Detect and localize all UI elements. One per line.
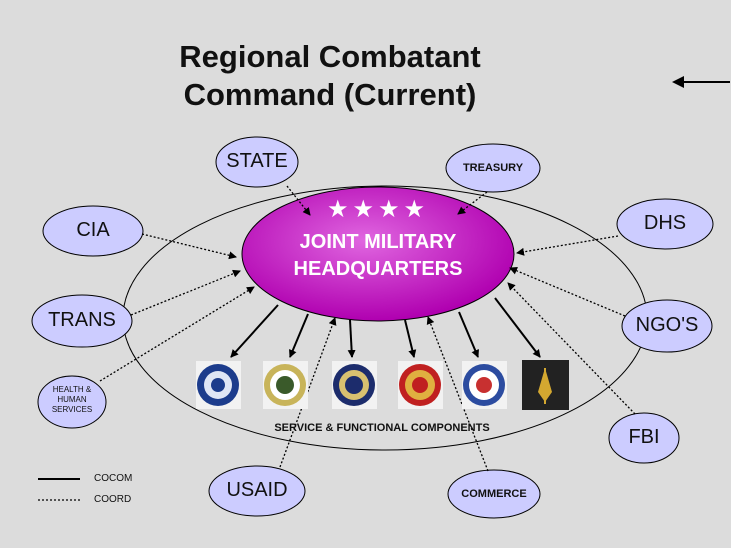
army-seal (263, 361, 308, 409)
state-node (215, 136, 299, 188)
dhs-node (616, 198, 714, 250)
coast-guard-seal (462, 361, 507, 409)
hhs-line-3: SERVICES (51, 405, 93, 414)
air-force-seal (196, 361, 241, 409)
usaid-node (208, 465, 306, 517)
state-label: STATE (226, 150, 288, 172)
title-line-2: Command (Current) (183, 77, 477, 112)
fbi-node (608, 412, 680, 464)
legend-cocom-label: COCOM (94, 473, 133, 484)
trans-label: TRANS (48, 309, 116, 331)
special-operations-seal (522, 360, 569, 410)
dhs-label: DHS (643, 212, 687, 234)
treasury-label: TREASURY (462, 162, 524, 174)
fbi-label: FBI (628, 426, 660, 448)
title-line-1: Regional Combatant (179, 39, 481, 74)
coord-links (99, 185, 636, 472)
hhs-line-1: HEALTH & (52, 385, 92, 394)
cia-node (42, 205, 144, 257)
hq-label-line-1: JOINT MILITARY (299, 231, 457, 253)
usaid-label: USAID (226, 479, 288, 501)
health-human-services-label: HEALTH & HUMAN SERVICES (38, 385, 106, 415)
trans-node (31, 294, 133, 348)
commerce-label: COMMERCE (461, 488, 527, 500)
treasury-node (445, 143, 541, 193)
page-title: Regional Combatant Command (Current) (120, 38, 540, 114)
service-functional-components-label: SERVICE & FUNCTIONAL COMPONENTS (274, 422, 490, 434)
hq-label-line-2: HEADQUARTERS (293, 258, 463, 280)
cocom-links (230, 297, 541, 358)
hq-stars: ★★★★ (326, 196, 430, 223)
left-arrow-icon[interactable] (672, 76, 730, 88)
ngo-node (621, 299, 713, 353)
marine-corps-seal (398, 361, 443, 409)
commerce-node (447, 469, 541, 519)
joint-military-headquarters-node (241, 186, 515, 322)
navy-seal (332, 361, 377, 409)
hhs-line-2: HUMAN (57, 395, 87, 404)
ngo-label: NGO'S (635, 314, 699, 336)
legend-coord-label: COORD (94, 494, 132, 505)
health-human-services-node (37, 375, 107, 429)
cia-label: CIA (76, 219, 110, 241)
